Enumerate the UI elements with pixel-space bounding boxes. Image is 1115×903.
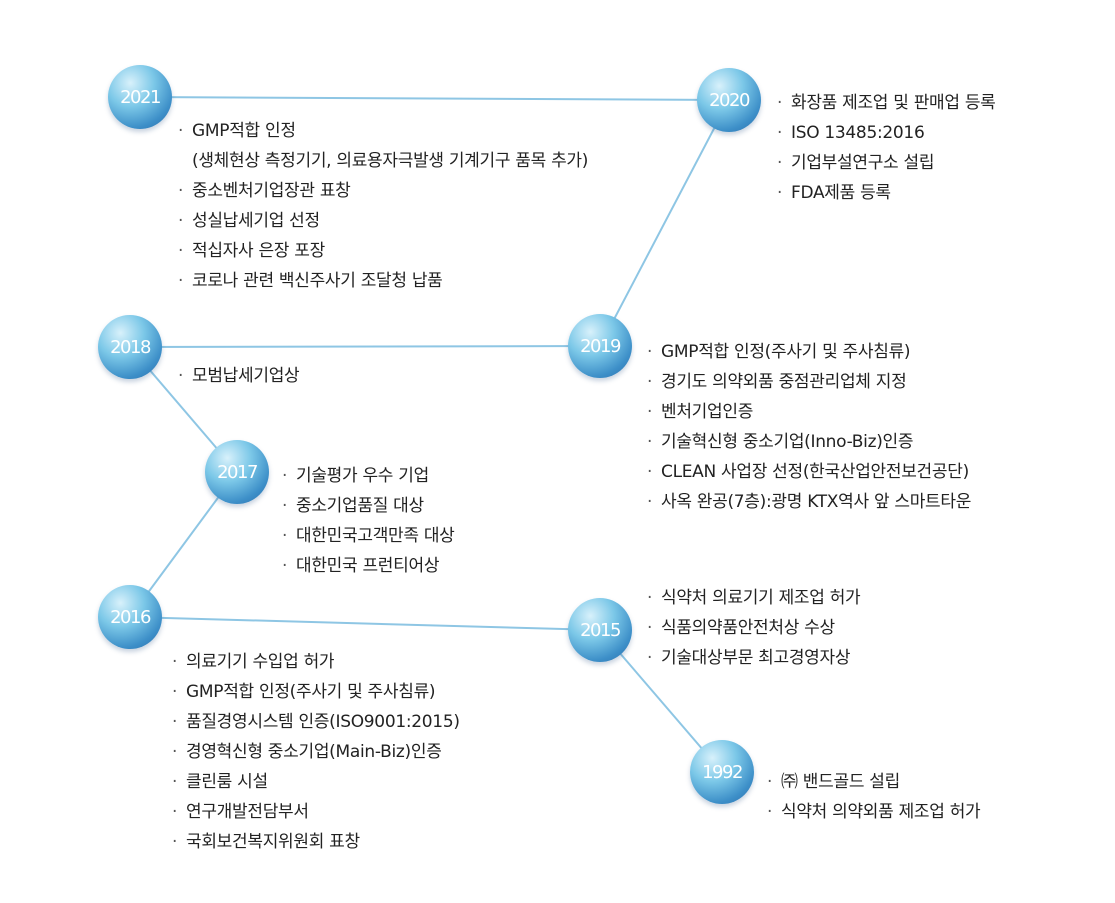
item-text: 중소벤처기업장관 표창 — [192, 181, 351, 201]
milestone-list-2020: ·화장품 제조업 및 판매업 등록 ·ISO 13485:2016 ·기업부설연… — [777, 88, 996, 208]
year-node-2016: 2016 — [98, 585, 162, 649]
item-text: 기술평가 우수 기업 — [296, 466, 429, 486]
year-label: 2015 — [580, 619, 621, 641]
item-text: 의료기기 수입업 허가 — [186, 652, 335, 672]
year-node-2019: 2019 — [568, 314, 632, 378]
list-item: ·대한민국 프런티어상 — [282, 556, 440, 576]
connector-2020-2019 — [599, 99, 730, 347]
item-text: 기술대상부문 최고경영자상 — [661, 648, 851, 668]
list-item: ·코로나 관련 백신주사기 조달청 납품 — [178, 271, 443, 291]
list-item: ·기술혁신형 중소기업(Inno-Biz)인증 — [647, 432, 914, 452]
year-label: 2016 — [110, 606, 151, 628]
item-text: 대한민국고객만족 대상 — [296, 526, 455, 546]
list-item: ·경기도 의약외품 중점관리업체 지정 — [647, 372, 907, 392]
list-item: ·국회보건복지위원회 표창 — [172, 832, 360, 852]
list-item: ·식약처 의료기기 제조업 허가 — [647, 588, 861, 608]
item-text: 벤처기업인증 — [661, 402, 754, 422]
milestone-list-2018: ·모범납세기업상 — [178, 361, 300, 391]
list-item: ·식약처 의약외품 제조업 허가 — [767, 802, 981, 822]
item-text: 화장품 제조업 및 판매업 등록 — [791, 93, 996, 113]
item-text: 사옥 완공(7층):광명 KTX역사 앞 스마트타운 — [661, 492, 972, 512]
item-text: FDA제품 등록 — [791, 183, 891, 203]
list-item: ·FDA제품 등록 — [777, 183, 891, 203]
list-item: ·중소벤처기업장관 표창 — [178, 181, 351, 201]
item-text: 성실납세기업 선정 — [192, 211, 320, 231]
list-item: ·연구개발전담부서 — [172, 802, 309, 822]
item-text: 모범납세기업상 — [192, 366, 300, 386]
item-text: 대한민국 프런티어상 — [296, 556, 440, 576]
year-node-2020: 2020 — [697, 68, 761, 132]
list-item: ·품질경영시스템 인증(ISO9001:2015) — [172, 712, 460, 732]
item-text: 식품의약품안전처상 수상 — [661, 618, 835, 638]
milestone-list-2017: ·기술평가 우수 기업 ·중소기업품질 대상 ·대한민국고객만족 대상 ·대한민… — [282, 461, 455, 581]
list-item: ·기술평가 우수 기업 — [282, 466, 429, 486]
list-item: ·대한민국고객만족 대상 — [282, 526, 455, 546]
list-item: ·성실납세기업 선정 — [178, 211, 320, 231]
item-text: 식약처 의약외품 제조업 허가 — [781, 802, 981, 822]
year-node-2015: 2015 — [568, 598, 632, 662]
milestone-list-2021: ·GMP적합 인정 (생체현상 측정기기, 의료용자극발생 기계기구 품목 추가… — [178, 116, 588, 296]
item-text: ㈜ 밴드골드 설립 — [781, 772, 900, 792]
year-label: 2017 — [217, 461, 258, 483]
item-text: 경기도 의약외품 중점관리업체 지정 — [661, 372, 907, 392]
list-item: ·의료기기 수입업 허가 — [172, 652, 335, 672]
year-label: 2021 — [120, 86, 161, 108]
year-node-2017: 2017 — [205, 440, 269, 504]
item-text: 식약처 의료기기 제조업 허가 — [661, 588, 861, 608]
list-item: ·클린룸 시설 — [172, 772, 268, 792]
milestone-list-2015: ·식약처 의료기기 제조업 허가 ·식품의약품안전처상 수상 ·기술대상부문 최… — [647, 583, 861, 673]
list-item: ·GMP적합 인정(주사기 및 주사침류) — [647, 342, 911, 362]
year-label: 1992 — [702, 761, 743, 783]
year-node-2018: 2018 — [98, 315, 162, 379]
list-item: ·GMP적합 인정 — [178, 121, 296, 141]
list-item: ·적십자사 은장 포장 — [178, 241, 325, 261]
year-label: 2018 — [110, 336, 151, 358]
milestone-list-2019: ·GMP적합 인정(주사기 및 주사침류) ·경기도 의약외품 중점관리업체 지… — [647, 337, 971, 517]
milestone-list-2016: ·의료기기 수입업 허가 ·GMP적합 인정(주사기 및 주사침류) ·품질경영… — [172, 647, 460, 857]
item-text: CLEAN 사업장 선정(한국산업안전보건공단) — [661, 462, 969, 482]
list-item: ·기술대상부문 최고경영자상 — [647, 648, 851, 668]
list-item: ·모범납세기업상 — [178, 366, 300, 386]
item-text: 기업부설연구소 설립 — [791, 153, 935, 173]
list-item: ·경영혁신형 중소기업(Main-Biz)인증 — [172, 742, 442, 762]
connector-2016-2015 — [129, 616, 601, 631]
year-node-1992: 1992 — [690, 740, 754, 804]
milestone-list-1992: ·㈜ 밴드골드 설립 ·식약처 의약외품 제조업 허가 — [767, 767, 981, 827]
list-item: ·GMP적합 인정(주사기 및 주사침류) — [172, 682, 436, 702]
list-item: ·벤처기업인증 — [647, 402, 754, 422]
year-label: 2019 — [580, 335, 621, 357]
item-text: GMP적합 인정(주사기 및 주사침류) — [186, 682, 436, 702]
item-text: 코로나 관련 백신주사기 조달청 납품 — [192, 271, 443, 291]
connector-2021-2020 — [139, 96, 730, 101]
item-text: 국회보건복지위원회 표창 — [186, 832, 360, 852]
item-text: 적십자사 은장 포장 — [192, 241, 325, 261]
item-text: 품질경영시스템 인증(ISO9001:2015) — [186, 712, 460, 732]
connector-2019-2018 — [129, 345, 601, 348]
item-text: ISO 13485:2016 — [791, 123, 925, 143]
item-text: 경영혁신형 중소기업(Main-Biz)인증 — [186, 742, 442, 762]
year-label: 2020 — [709, 89, 750, 111]
list-item: ·사옥 완공(7층):광명 KTX역사 앞 스마트타운 — [647, 492, 972, 512]
item-text: 중소기업품질 대상 — [296, 496, 424, 516]
list-item: ·화장품 제조업 및 판매업 등록 — [777, 93, 996, 113]
year-node-2021: 2021 — [108, 65, 172, 129]
list-item: ·㈜ 밴드골드 설립 — [767, 772, 900, 792]
list-item: ·식품의약품안전처상 수상 — [647, 618, 835, 638]
item-text: GMP적합 인정 — [192, 121, 296, 141]
list-item: (생체현상 측정기기, 의료용자극발생 기계기구 품목 추가) — [178, 146, 588, 176]
item-text: 클린룸 시설 — [186, 772, 268, 792]
item-text: (생체현상 측정기기, 의료용자극발생 기계기구 품목 추가) — [192, 151, 589, 171]
item-text: GMP적합 인정(주사기 및 주사침류) — [661, 342, 911, 362]
list-item: ·CLEAN 사업장 선정(한국산업안전보건공단) — [647, 462, 969, 482]
list-item: ·중소기업품질 대상 — [282, 496, 424, 516]
item-text: 기술혁신형 중소기업(Inno-Biz)인증 — [661, 432, 914, 452]
list-item: ·기업부설연구소 설립 — [777, 153, 935, 173]
item-text: 연구개발전담부서 — [186, 802, 309, 822]
list-item: ·ISO 13485:2016 — [777, 123, 925, 143]
